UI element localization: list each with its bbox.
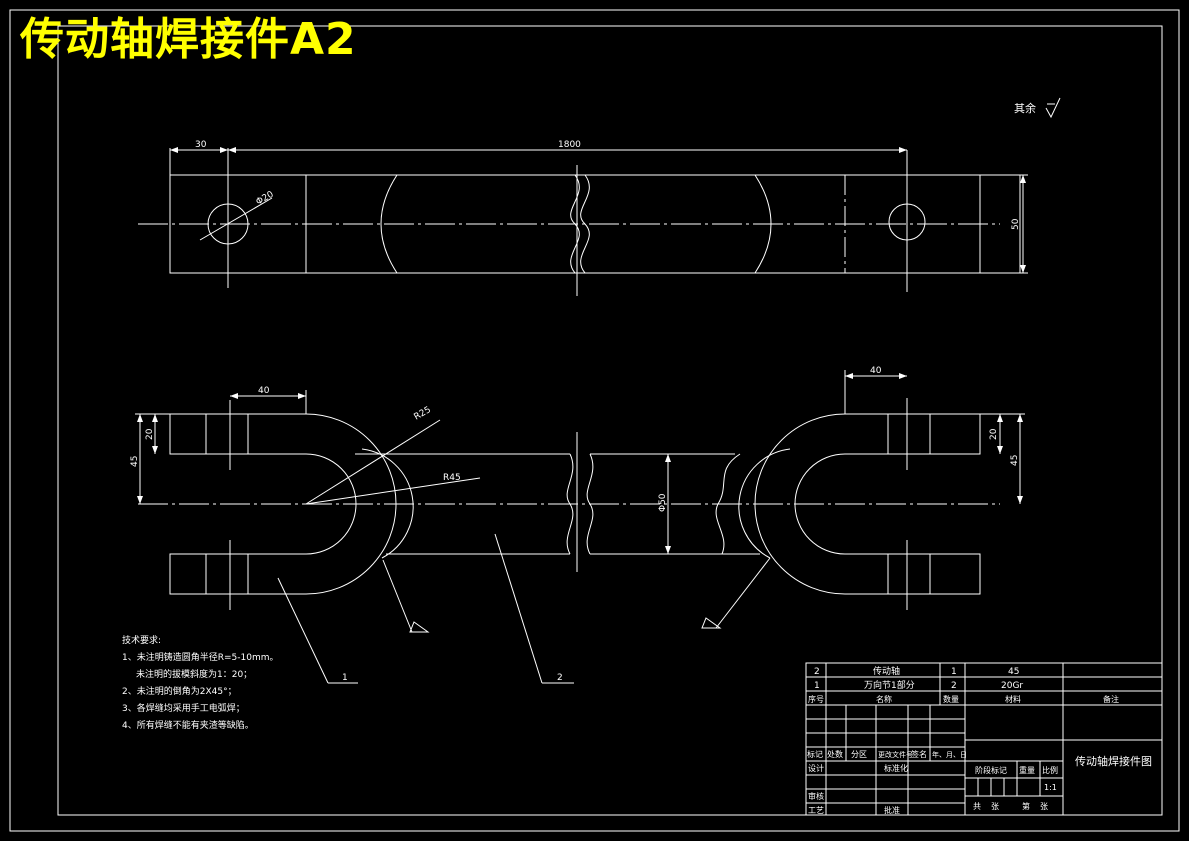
tech-note-2: 2、未注明的倒角为2X45°；: [122, 687, 237, 697]
dim-r45: R45: [443, 473, 461, 483]
bom-row1-name: 传动轴: [873, 665, 900, 677]
dim-r25: R25: [413, 405, 433, 423]
tb-sheet-total: 张: [991, 802, 999, 811]
surface-remark: 其余: [1014, 102, 1036, 115]
drawing-title: 传动轴焊接件A2: [20, 14, 357, 65]
bom-row1-qty: 1: [951, 667, 957, 677]
bom-row1-material: 45: [1008, 667, 1019, 677]
bom-header-name: 名称: [876, 694, 892, 704]
tech-note-4: 4、所有焊缝不能有夹渣等缺陷。: [122, 721, 254, 731]
balloon-2: 2: [557, 673, 563, 683]
tb-check: 审核: [808, 791, 824, 801]
tb-scale-val: 1:1: [1044, 783, 1057, 792]
tb-approve: 批准: [884, 805, 900, 815]
tb-mark: 标记: [807, 749, 823, 759]
bom-row2-name: 万向节1部分: [864, 679, 915, 691]
tech-notes: 技术要求: 1、未注明铸造圆角半径R=5-10mm。 未注明的拔模斜度为1：20…: [122, 633, 278, 735]
tb-zone: 分区: [851, 750, 867, 759]
dim-45-left: 45: [130, 456, 140, 467]
dim-20-right: 20: [989, 428, 999, 440]
tb-sheet: 张: [1040, 802, 1048, 811]
dim-20-left: 20: [145, 428, 155, 440]
dim-dia20: Φ20: [255, 190, 276, 208]
tb-total: 共: [973, 802, 981, 811]
tech-note-1b: 未注明的拔模斜度为1：20；: [136, 670, 253, 680]
bom-header-no: 序号: [808, 694, 824, 704]
dim-40-right: 40: [870, 366, 882, 376]
bom-row1-no: 2: [814, 667, 820, 677]
tb-standard: 标准化: [884, 763, 908, 773]
tb-count: 处数: [827, 749, 843, 759]
inner-border: [57, 25, 1163, 816]
tech-note-3: 3、各焊缝均采用手工电弧焊；: [122, 704, 245, 714]
bom-header-note: 备注: [1103, 694, 1119, 704]
outer-border: [9, 9, 1180, 832]
dim-dia50: Φ50: [658, 493, 668, 512]
tb-date: 年、月、日: [932, 750, 967, 759]
title-block: [805, 662, 1163, 816]
dim-40-left: 40: [258, 386, 270, 396]
dim-45-right: 45: [1010, 455, 1020, 466]
front-view: [135, 370, 1025, 684]
dim-30: 30: [195, 140, 207, 150]
tb-design: 设计: [808, 763, 824, 773]
tb-stage: 阶段标记: [975, 765, 1007, 775]
surface-finish-icon: [1045, 97, 1061, 119]
dim-1800: 1800: [558, 140, 581, 150]
bom-row2-material: 20Gr: [1001, 681, 1023, 691]
bom-row2-no: 1: [814, 681, 820, 691]
bom-row2-qty: 2: [951, 681, 957, 691]
tb-sign: 签名: [911, 749, 927, 759]
tb-weight: 重量: [1019, 765, 1035, 775]
tech-notes-heading: 技术要求:: [122, 636, 162, 646]
bom-header-qty: 数量: [943, 694, 959, 704]
tb-page: 第: [1022, 801, 1030, 811]
drawing-name: 传动轴焊接件图: [1075, 754, 1152, 768]
bom-header-material: 材料: [1005, 694, 1021, 704]
tb-scale: 比例: [1042, 765, 1058, 775]
tb-change-doc: 更改文件号: [878, 750, 913, 759]
tech-note-1: 1、未注明铸造圆角半径R=5-10mm。: [122, 653, 279, 663]
balloon-1: 1: [342, 673, 348, 683]
tb-process: 工艺: [808, 806, 824, 815]
dim-50-top: 50: [1011, 218, 1021, 230]
top-view: [138, 147, 1028, 296]
